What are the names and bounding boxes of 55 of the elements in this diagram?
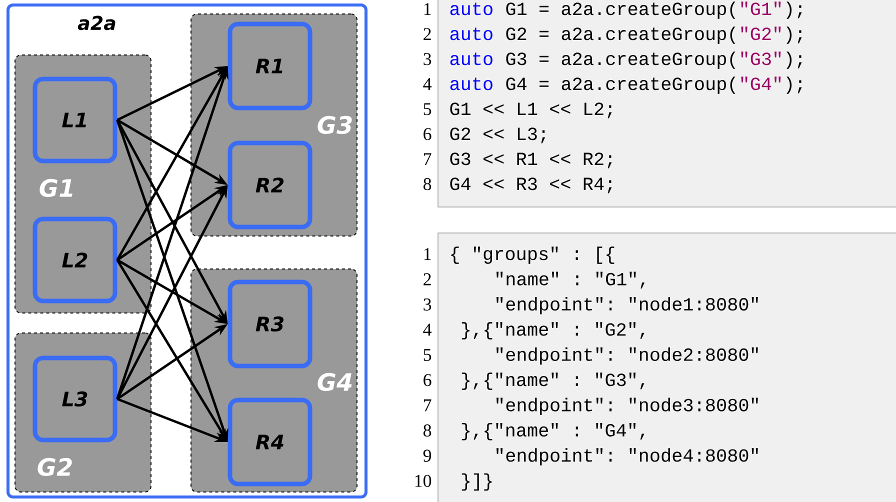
line-number: 6 <box>424 374 432 386</box>
code-text: ); <box>786 2 802 19</box>
line-number: 10 <box>415 474 432 487</box>
code-text: "G3" <box>741 52 781 66</box>
code-text: auto <box>450 52 492 66</box>
endpoint-box: R4 <box>228 398 312 486</box>
code-text: G2 = a2a.createGroup( <box>506 26 736 44</box>
line-number: 8 <box>424 178 432 190</box>
code-text: G1 = a2a.createGroup( <box>506 2 736 19</box>
code-text: G2 << L3; <box>450 128 546 144</box>
line-number: 1 <box>424 248 431 260</box>
line-number: 8 <box>424 424 432 437</box>
code-text: auto <box>450 2 492 16</box>
code-text: ); <box>786 26 802 44</box>
code-text: "endpoint": "node3:8080" <box>496 398 758 416</box>
code-text: },{"name" : "G4", <box>462 422 644 440</box>
code-text: G1 << L1 << L2; <box>450 102 612 118</box>
code-text: "G1" <box>741 2 781 16</box>
code-text: },{"name" : "G2", <box>462 322 644 340</box>
endpoint-box: R1 <box>228 22 312 110</box>
line-number: 5 <box>424 349 432 361</box>
line-number: 6 <box>424 128 432 140</box>
code-text: ); <box>786 76 802 94</box>
line-number: 7 <box>424 399 432 412</box>
endpoint-box: L2 <box>32 216 118 304</box>
line-number: 4 <box>423 78 432 90</box>
line-number: 4 <box>423 324 432 336</box>
code-text: { "groups" : [{ <box>451 246 614 264</box>
code-text: G3 << R1 << R2; <box>450 152 612 168</box>
code-text: G3 = a2a.createGroup( <box>506 52 736 69</box>
line-number: 3 <box>424 298 432 311</box>
code-text: "G2" <box>741 26 781 40</box>
code-text: "G4" <box>741 76 781 90</box>
code-text: auto <box>450 78 492 90</box>
code-text: "endpoint": "node4:8080" <box>496 448 758 466</box>
endpoint-box: R2 <box>228 140 312 230</box>
code-text: ); <box>786 52 802 69</box>
line-number: 1 <box>424 3 431 15</box>
endpoint-box: L1 <box>32 76 118 164</box>
line-number: 5 <box>424 103 432 116</box>
code-text: auto <box>450 28 492 40</box>
line-number: 9 <box>423 450 432 462</box>
code-text: },{"name" : "G3", <box>462 372 644 390</box>
code-text: G4 << R3 << R4; <box>450 178 612 194</box>
code-text: "endpoint": "node2:8080" <box>496 347 758 365</box>
code-text: G4 = a2a.createGroup( <box>506 76 736 94</box>
code-text: }]} <box>462 473 492 491</box>
code-text: "endpoint": "node1:8080" <box>496 296 758 314</box>
line-number: 2 <box>424 28 431 40</box>
line-number: 3 <box>424 53 432 66</box>
line-number: 2 <box>424 273 431 286</box>
code-text: "name" : "G1", <box>496 272 645 288</box>
endpoint-box: L3 <box>32 356 118 442</box>
endpoint-box: R3 <box>228 280 312 368</box>
line-number: 7 <box>424 153 432 165</box>
